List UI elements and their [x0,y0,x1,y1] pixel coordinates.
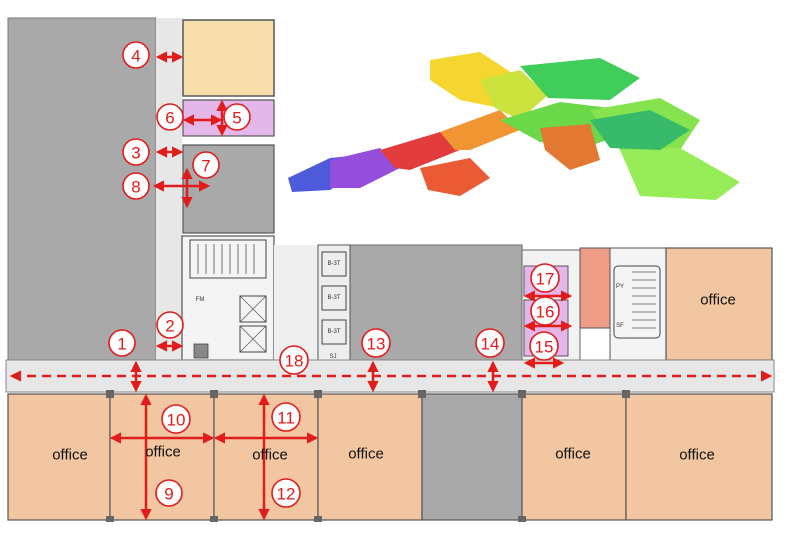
point-cloud-image [288,52,740,200]
office-bottom-1 [7,393,111,521]
elevator-c2 [321,285,347,311]
office-label-upper-right: office [700,292,736,309]
yellow-room [182,19,275,97]
svg-text:17: 17 [536,270,555,289]
small-label-py: PY [616,284,624,290]
office-bottom-6 [625,393,773,521]
svg-text:2: 2 [165,317,174,336]
stair-lines-right [632,271,656,329]
svg-text:10: 10 [167,411,186,430]
elevator-c3 [321,319,347,345]
office-label-3: office [252,447,288,464]
elevator-bank [317,244,351,361]
marker-14: 14 [475,328,505,358]
svg-text:8: 8 [131,178,140,197]
office-bottom-5 [521,393,627,521]
small-label-sf: SF [616,323,624,329]
office-bottom-4 [317,393,423,521]
marker-8: 8 [122,172,150,200]
office-label-4: office [348,446,384,463]
svg-text:4: 4 [131,47,140,66]
marker-18: 18 [279,345,309,375]
small-label-elev-2: B-3T [327,295,340,301]
elevator-c1 [321,251,347,277]
svg-text:6: 6 [165,109,174,128]
small-label-sj: SJ [329,354,336,360]
small-closet [193,343,209,359]
wall-pillars [106,390,630,522]
marker-13: 13 [361,328,391,358]
marker-10: 10 [161,404,191,434]
svg-text:11: 11 [277,409,295,428]
central-light-area [274,245,318,360]
marker-4: 4 [122,41,150,69]
svg-text:12: 12 [277,485,296,504]
svg-text:16: 16 [536,303,555,322]
svg-text:1: 1 [117,335,126,354]
office-upper-right [665,247,773,361]
svg-text:13: 13 [367,335,386,354]
marker-9: 9 [155,479,183,507]
svg-text:7: 7 [201,157,210,176]
marker-3: 3 [122,138,150,166]
marker-7: 7 [192,151,220,179]
vertical-corridor [156,18,182,360]
marker-1: 1 [108,329,136,357]
elevator-left-a [239,295,267,323]
marker-12: 12 [271,478,301,508]
marker-17: 17 [530,263,560,293]
small-label-fm: FM [196,297,205,303]
marker-15: 15 [529,331,559,361]
marker-11: 11 [271,402,301,432]
office-label-2: office [145,444,181,461]
marker-5: 5 [223,103,251,131]
svg-text:18: 18 [285,352,304,371]
measurement-arrows [9,51,773,521]
svg-text:5: 5 [232,109,241,128]
small-label-elev-1: B-3T [327,261,340,267]
svg-text:9: 9 [164,485,173,504]
stair-room [181,235,275,361]
office-label-1: office [52,447,88,464]
svg-text:14: 14 [481,335,500,354]
marker-16: 16 [530,296,560,326]
marker-6: 6 [156,103,184,131]
stair-lines-left [197,244,255,274]
marker-2: 2 [156,311,184,339]
small-label-elev-3: B-3T [327,329,340,335]
right-stair-box [613,265,661,339]
svg-text:15: 15 [535,338,554,357]
elevator-left-b [239,325,267,353]
gray-bottom-block [421,393,523,521]
office-label-5: office [555,446,591,463]
svg-text:3: 3 [131,144,140,163]
stair-upper-left [189,239,267,279]
office-label-6: office [679,447,715,464]
